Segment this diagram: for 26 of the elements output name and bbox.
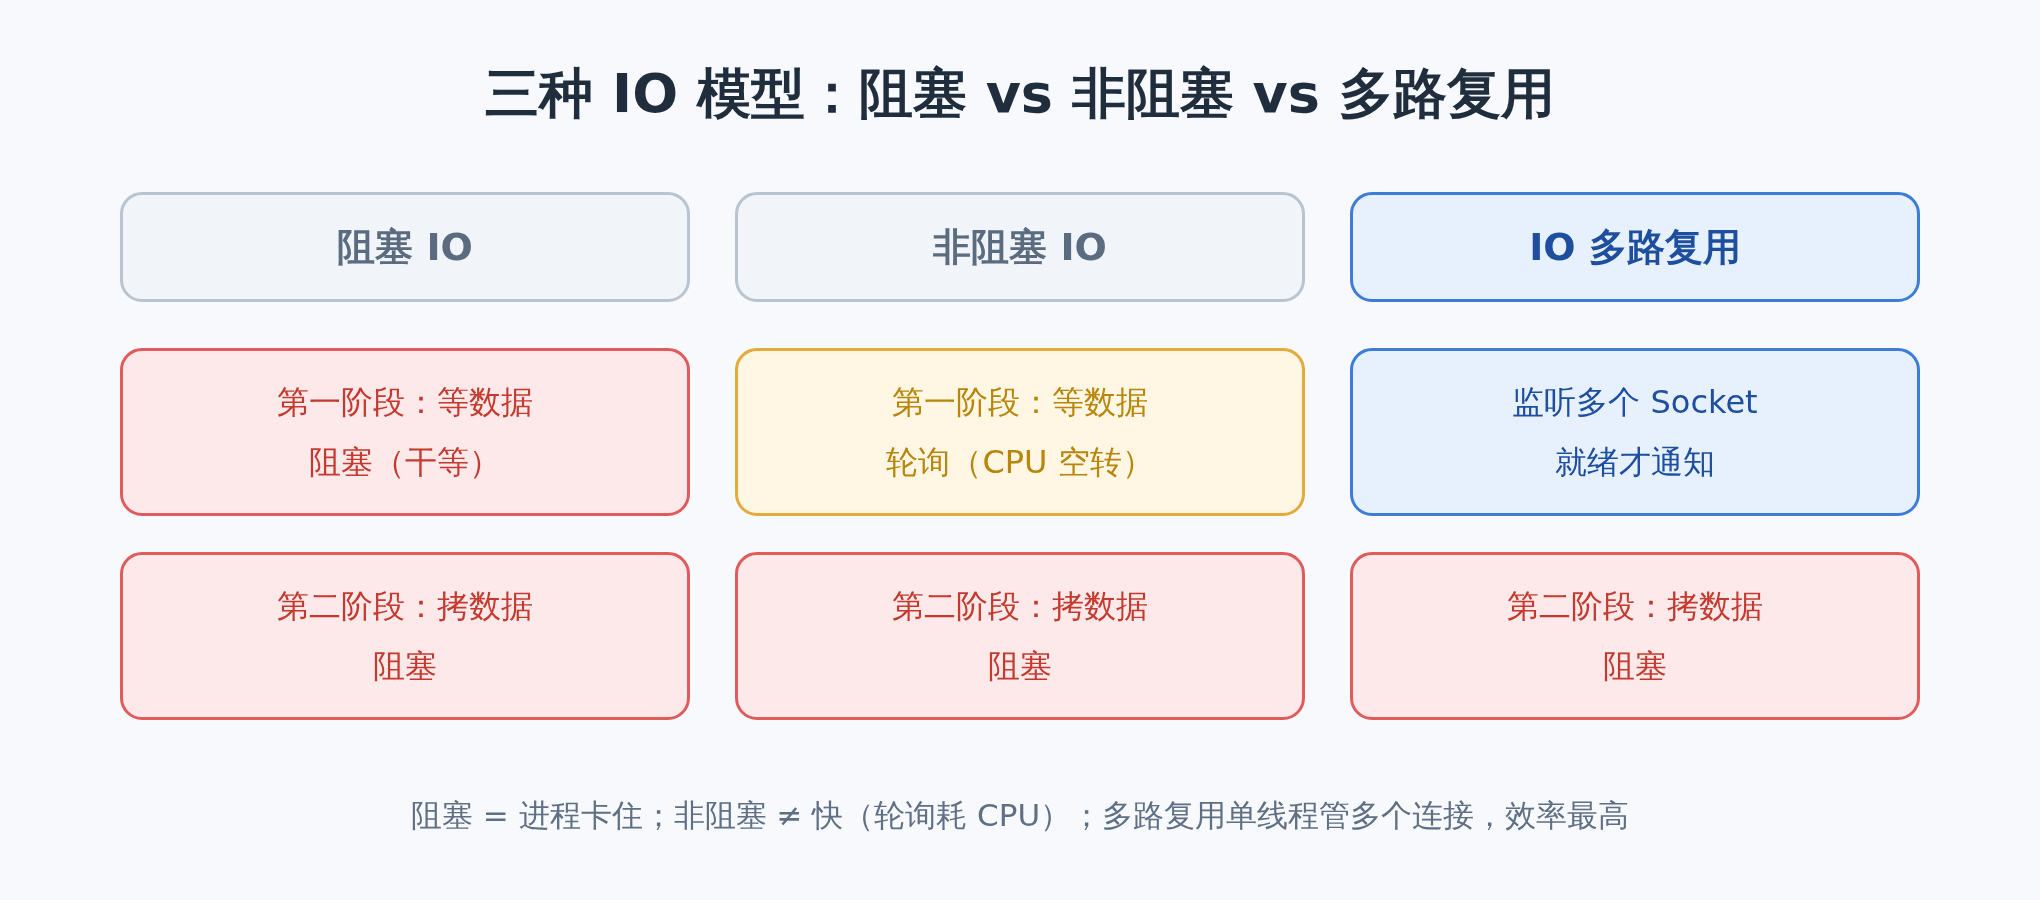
- stage-card: [735, 552, 1305, 720]
- stage-detail: 阻塞: [988, 646, 1052, 687]
- stage-heading: 第一阶段：等数据: [277, 382, 533, 423]
- stage-detail: 阻塞（干等）: [309, 442, 501, 483]
- stage-detail: 就绪才通知: [1555, 442, 1715, 483]
- column-title: IO 多路复用: [1529, 223, 1741, 271]
- column-header-box: [735, 192, 1305, 302]
- stage-heading: 第二阶段：拷数据: [892, 586, 1148, 627]
- stage-card: [735, 348, 1305, 516]
- diagram-title: 三种 IO 模型：阻塞 vs 非阻塞 vs 多路复用: [485, 61, 1555, 127]
- caption-note: 阻塞 = 进程卡住；非阻塞 ≠ 快（轮询耗 CPU）；多路复用单线程管多个连接，效率最高: [410, 796, 1630, 835]
- stage-detail: 轮询（CPU 空转）: [886, 442, 1154, 483]
- column-title: 非阻塞 IO: [933, 223, 1107, 271]
- stage-card: [120, 552, 690, 720]
- column-header-box: [1350, 192, 1920, 302]
- column-title: 阻塞 IO: [337, 223, 473, 271]
- stage-detail: 阻塞: [1603, 646, 1667, 687]
- stage-heading: 第二阶段：拷数据: [1507, 586, 1763, 627]
- stage-heading: 第一阶段：等数据: [892, 382, 1148, 423]
- stage-card: [1350, 348, 1920, 516]
- stage-card: [1350, 552, 1920, 720]
- column-header-box: [120, 192, 690, 302]
- stage-card: [120, 348, 690, 516]
- stage-heading: 监听多个 Socket: [1512, 382, 1758, 423]
- stage-heading: 第二阶段：拷数据: [277, 586, 533, 627]
- stage-detail: 阻塞: [373, 646, 437, 687]
